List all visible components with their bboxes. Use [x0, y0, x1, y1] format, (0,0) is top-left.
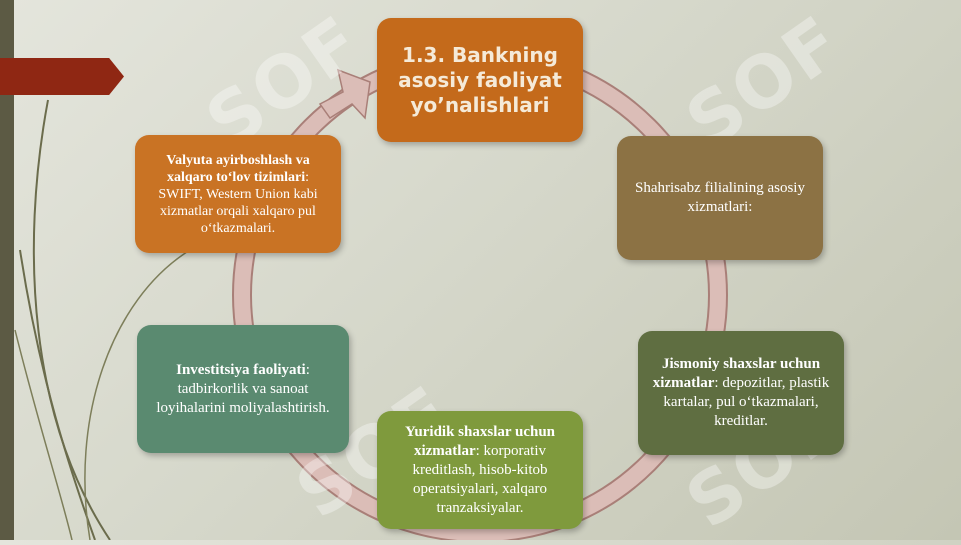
box-jismoniy-text: : depozitlar, plastik kartalar, pul o‘tk…: [663, 375, 830, 429]
page-title: 1.3. Bankning asosiy faoliyat yo’nalishl…: [398, 42, 562, 117]
red-tab-marker: [0, 58, 124, 95]
box-jismoniy-heading: Jismoniy shaxslar uchun xizmatlar: [652, 356, 821, 391]
box-shahrisabz-text: Shahrisabz filialining asosiy xizmatlari…: [635, 180, 805, 215]
left-accent-bar: [0, 0, 14, 540]
title-box: 1.3. Bankning asosiy faoliyat yo’nalishl…: [377, 18, 583, 142]
box-valyuta-heading: Valyuta ayirboshlash va xalqaro to‘lov t…: [166, 152, 310, 185]
box-yuridik-text: : korporativ kreditlash, hisob-kitob ope…: [412, 442, 548, 516]
box-investitsiya-text: : tadbirkorlik va sanoat loyihalarini mo…: [156, 361, 330, 416]
box-valyuta-text: : SWIFT, Western Union kabi xizmatlar or…: [158, 169, 318, 236]
box-investitsiya: Investitsiya faoliyati: tadbirkorlik va …: [137, 325, 349, 453]
box-yuridik: Yuridik shaxslar uchun xizmatlar: korpor…: [377, 411, 583, 529]
box-yuridik-heading: Yuridik shaxslar uchun xizmatlar: [404, 423, 556, 459]
box-valyuta: Valyuta ayirboshlash va xalqaro to‘lov t…: [135, 135, 341, 253]
box-shahrisabz: Shahrisabz filialining asosiy xizmatlari…: [617, 136, 823, 260]
box-investitsiya-heading: Investitsiya faoliyati: [176, 361, 306, 378]
box-jismoniy: Jismoniy shaxslar uchun xizmatlar: depoz…: [638, 331, 844, 455]
